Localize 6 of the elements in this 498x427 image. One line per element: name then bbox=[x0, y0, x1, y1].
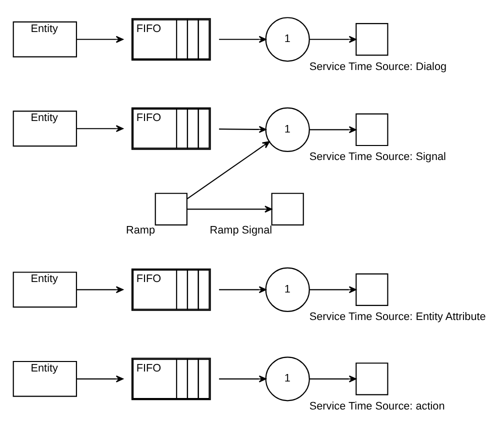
node-label: Service Time Source: action bbox=[308, 400, 444, 412]
node-label: Ramp Signal bbox=[209, 224, 272, 237]
node-label: Service Time Source: Entity Attribute bbox=[308, 311, 486, 324]
node-label: Service Time Source: Signal bbox=[308, 151, 446, 164]
node-label: Ramp bbox=[125, 224, 154, 237]
node-label: Service Time Source: Dialog bbox=[308, 60, 446, 73]
